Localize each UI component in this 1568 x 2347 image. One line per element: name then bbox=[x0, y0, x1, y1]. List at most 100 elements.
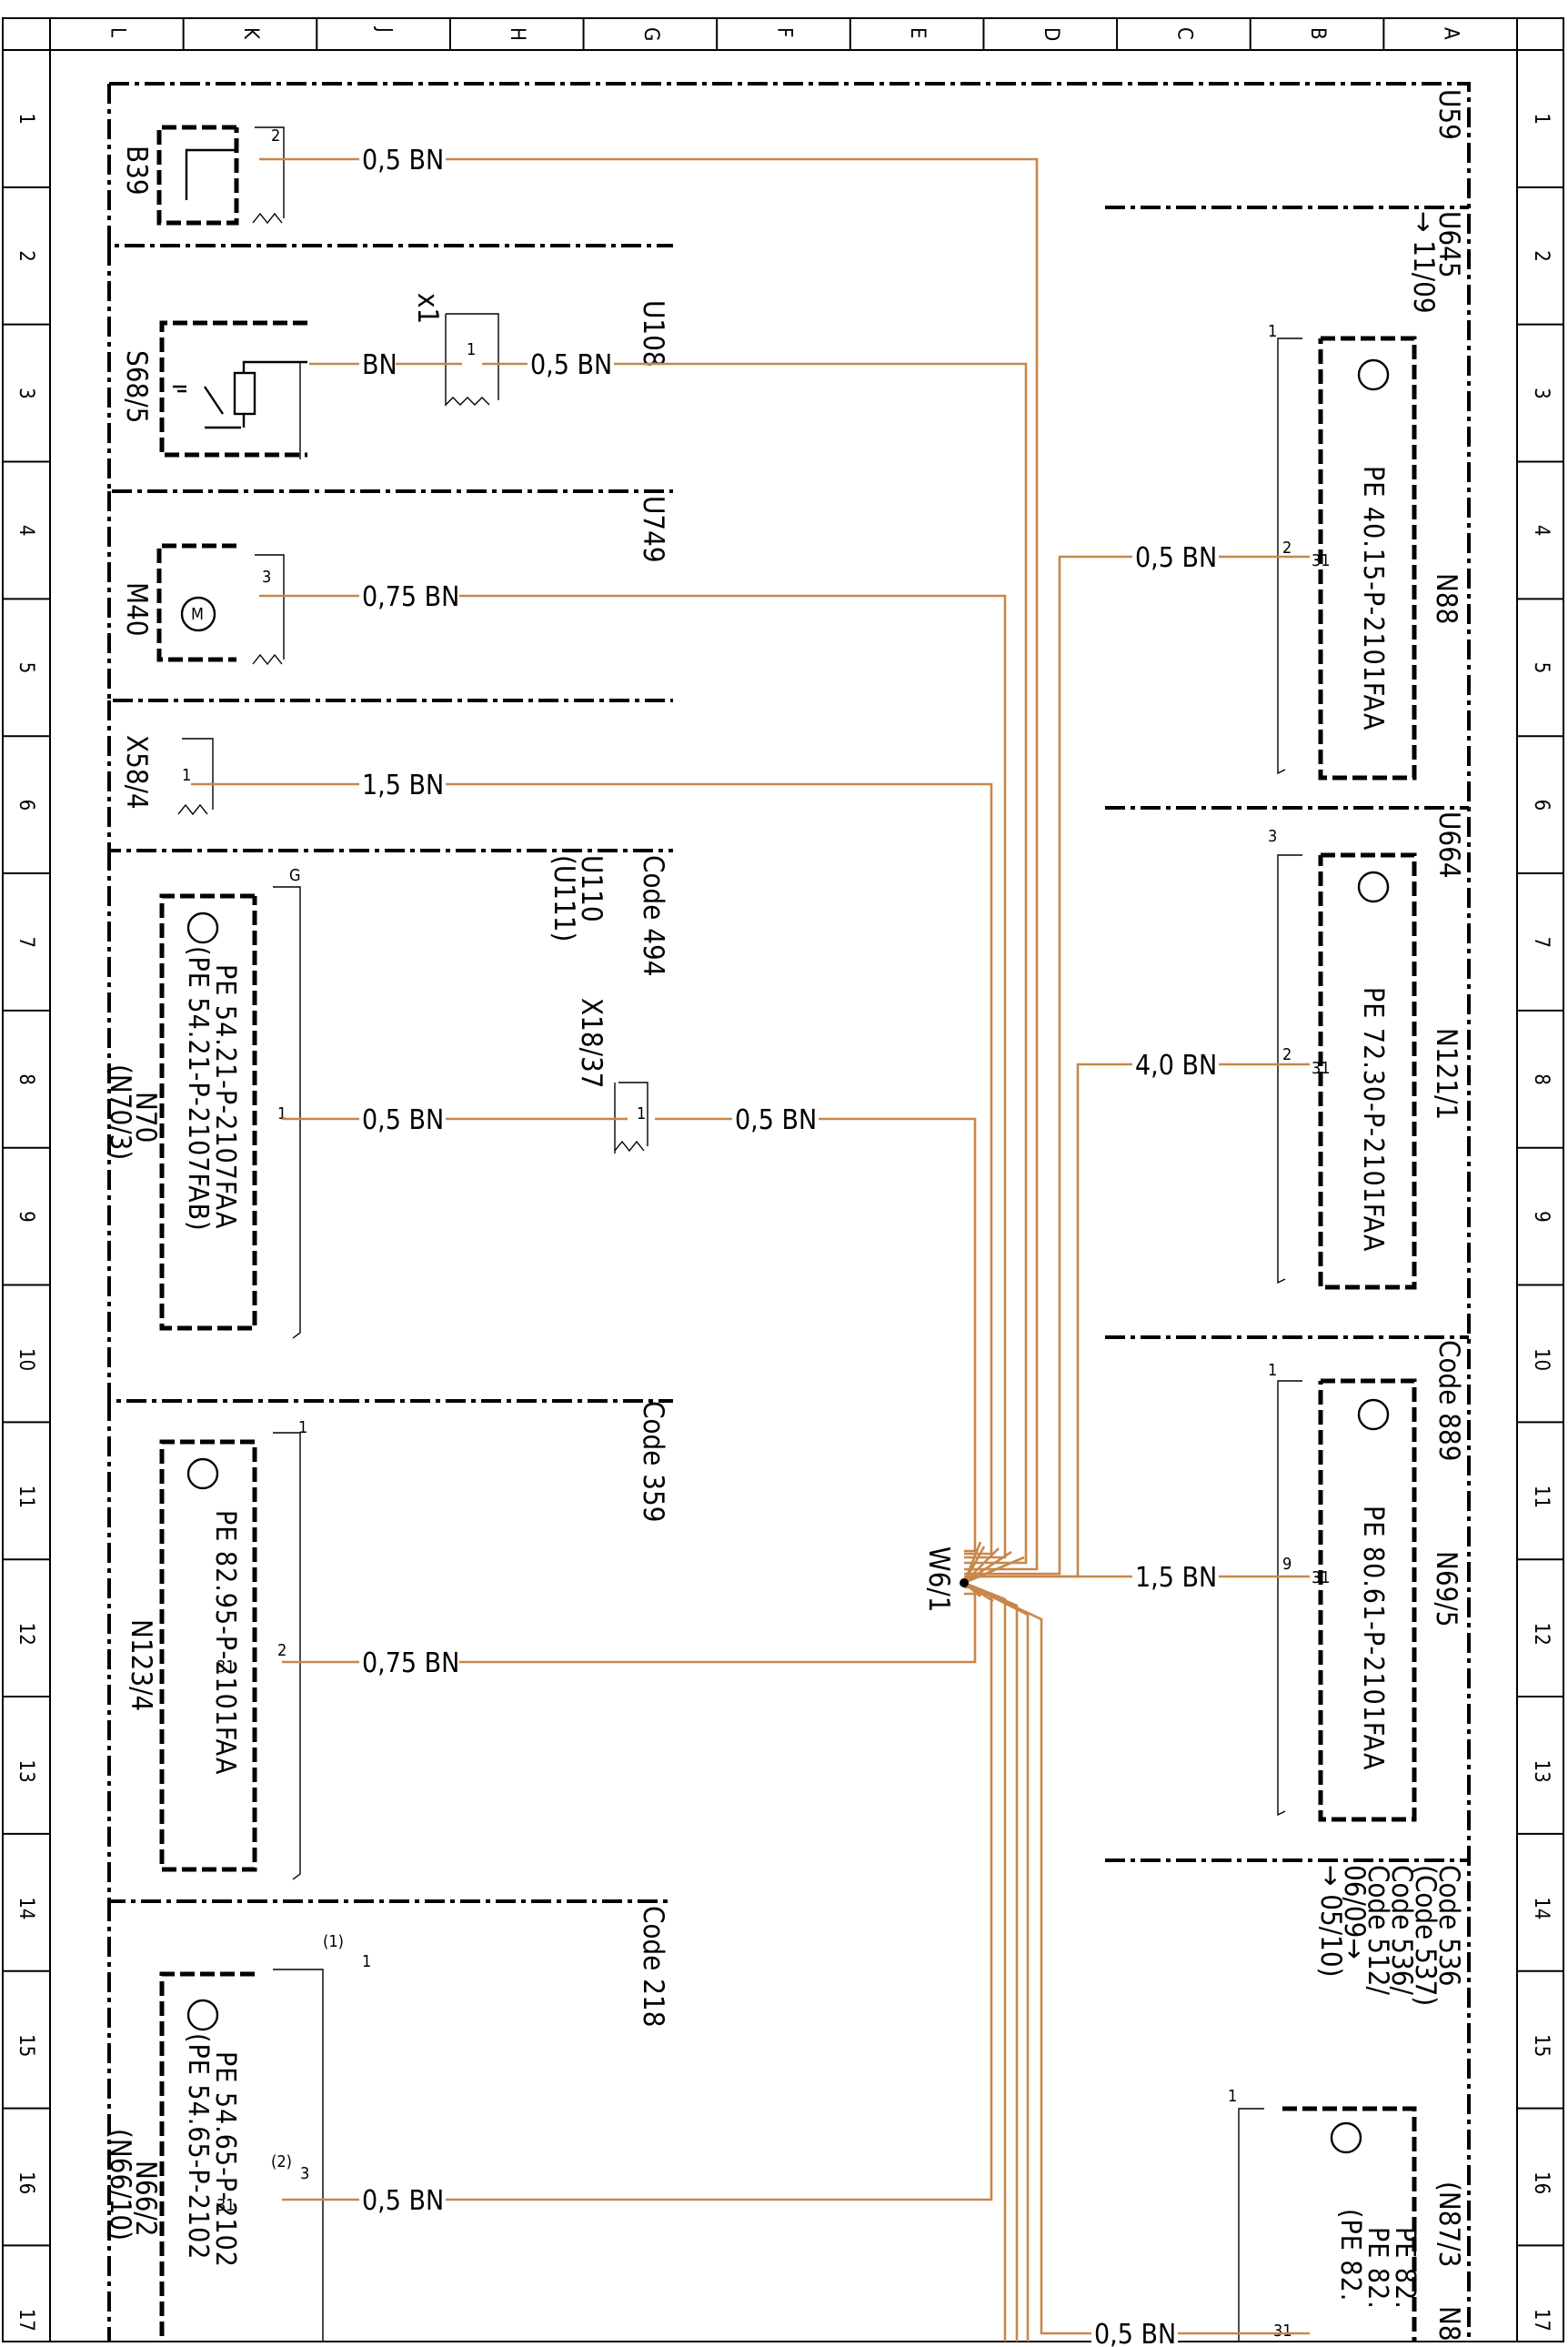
wire-label-m40: 0,75 BN bbox=[362, 581, 459, 613]
row-label-l-6: 6 bbox=[15, 800, 37, 811]
column-label-g: G bbox=[639, 27, 662, 41]
pe-ref-n121-1: PE 72.30-P-2101FAA bbox=[1357, 987, 1389, 1252]
wires bbox=[191, 157, 1310, 2342]
wire-s68-5-b bbox=[482, 362, 1028, 1565]
pe-ref-n66-2-b: (PE 54.65-P-2102 bbox=[182, 2033, 214, 2260]
component-n66-2: N66/2 bbox=[129, 2161, 162, 2236]
svg-text:1: 1 bbox=[1268, 322, 1277, 341]
component-n70-3: (N70/3) bbox=[104, 1064, 136, 1160]
column-label-e: E bbox=[906, 27, 929, 39]
row-label-r-15: 15 bbox=[1530, 2034, 1553, 2057]
row-label-l-13: 13 bbox=[15, 1759, 37, 1782]
section-headers-right: U645 → 11/09 U664 Code 889 Code 536 (Cod… bbox=[1314, 211, 1465, 2006]
row-label-r-8: 8 bbox=[1530, 1073, 1553, 1085]
wire-n121-1 bbox=[964, 1063, 1310, 1578]
x18-37-label: X18/37 bbox=[575, 998, 608, 1088]
row-label-r-16: 16 bbox=[1530, 2171, 1553, 2194]
row-label-l-4: 4 bbox=[15, 525, 37, 537]
w6-1-label: W6/1 bbox=[922, 1546, 955, 1612]
column-label-b: B bbox=[1306, 27, 1329, 40]
pe-references-left: PE 54.21-P-2107FAA (PE 54.21-P-2107FAB) … bbox=[182, 946, 241, 2268]
svg-text:G: G bbox=[289, 866, 301, 885]
x18-37-symbol: 1 bbox=[614, 1082, 648, 1153]
wire-labels: 0,5 BN BN 0,5 BN x1 0,75 BN 1,5 BN 0,5 B… bbox=[359, 145, 1219, 2347]
wire-down-1 bbox=[963, 1581, 1007, 2342]
section-border-u749 bbox=[107, 491, 673, 702]
header-u108: U108 bbox=[637, 300, 669, 368]
n123-4-symbol: 1 2 31 bbox=[159, 1418, 307, 1880]
pe-ref-n87-c: (PE 82. bbox=[1334, 2209, 1366, 2302]
component-labels-left: B39 S68/5 M40 X58/4 N70 (N70/3) N123/4 N… bbox=[104, 146, 162, 2241]
wire-label-n66-2: 0,5 BN bbox=[362, 2185, 444, 2217]
wire-label-n123-4: 0,75 BN bbox=[362, 1647, 459, 1679]
header-u645: U645 bbox=[1432, 211, 1465, 278]
row-label-l-17: 17 bbox=[15, 2309, 37, 2332]
row-label-r-2: 2 bbox=[1530, 250, 1553, 262]
row-label-r-4: 4 bbox=[1530, 525, 1553, 537]
row-label-l-3: 3 bbox=[15, 388, 37, 399]
component-m40: M40 bbox=[120, 582, 153, 637]
wire-label-n69-5: 1,5 BN bbox=[1135, 1562, 1217, 1594]
header-code536-l4: Code 512/ bbox=[1362, 1865, 1394, 1995]
wire-label-b39: 0,5 BN bbox=[362, 145, 444, 176]
svg-text:31: 31 bbox=[1312, 551, 1331, 570]
column-label-h: H bbox=[506, 27, 528, 41]
svg-text:M: M bbox=[191, 605, 204, 624]
row-label-r-10: 10 bbox=[1530, 1348, 1553, 1371]
svg-text:31: 31 bbox=[1312, 1568, 1331, 1587]
header-code536-l5: 06/09→ bbox=[1338, 1865, 1371, 1959]
header-code494-u111: (U111) bbox=[548, 855, 580, 942]
svg-text:2: 2 bbox=[1282, 1045, 1292, 1064]
header-code359: Code 359 bbox=[637, 1401, 669, 1523]
wire-label-n121-1: 4,0 BN bbox=[1135, 1050, 1217, 1082]
x58-4-symbol: 1 bbox=[177, 738, 214, 816]
row-label-l-16: 16 bbox=[15, 2171, 37, 2194]
pe-ref-n123-4: PE 82.95-P-2101FAA bbox=[209, 1510, 241, 1775]
pe-ref-n88: PE 40.15-P-2101FAA bbox=[1357, 466, 1389, 730]
svg-text:3: 3 bbox=[300, 2164, 309, 2183]
wire-label-n70-b: 0,5 BN bbox=[735, 1104, 817, 1136]
component-s68-5: S68/5 bbox=[120, 350, 153, 423]
row-label-l-10: 10 bbox=[15, 1348, 37, 1371]
svg-text:(1): (1) bbox=[323, 1932, 344, 1951]
m40-symbol: M 3 bbox=[156, 543, 285, 666]
row-label-l-14: 14 bbox=[15, 1897, 37, 1919]
row-label-l-2: 2 bbox=[15, 250, 37, 262]
svg-text:(2): (2) bbox=[271, 2152, 292, 2171]
column-label-f: F bbox=[773, 27, 796, 37]
svg-text:31: 31 bbox=[1273, 2322, 1292, 2341]
component-labels-right: N88 N121/1 N69/5 (N87/3 N8 bbox=[1430, 573, 1465, 2342]
row-label-r-6: 6 bbox=[1530, 800, 1553, 811]
header-code536-l6: → 05/10) bbox=[1314, 1865, 1347, 1977]
n66-2-symbol: 1 (1) 3 (2) 31 bbox=[159, 1932, 371, 2342]
svg-text:1: 1 bbox=[1228, 2087, 1237, 2106]
header-code889: Code 889 bbox=[1432, 1340, 1465, 1462]
wire-n66-2 bbox=[282, 1592, 993, 2201]
section-headers-left: U59 U108 U749 Code 494 U110 (U111) Code … bbox=[548, 89, 1465, 2028]
header-code494: Code 494 bbox=[637, 855, 669, 977]
wire-label-x58-4: 1,5 BN bbox=[362, 770, 444, 801]
header-code536-l1: Code 536 bbox=[1432, 1865, 1465, 1987]
s68-5-symbol bbox=[159, 320, 307, 459]
svg-text:1: 1 bbox=[1268, 1361, 1277, 1380]
row-label-r-14: 14 bbox=[1530, 1897, 1553, 1919]
row-label-r-13: 13 bbox=[1530, 1759, 1553, 1782]
header-code494-u110: U110 bbox=[575, 855, 608, 922]
n121-1-symbol: 3 2 31 bbox=[1268, 827, 1417, 1290]
wire-n70-b bbox=[655, 1117, 977, 1553]
column-label-j: J bbox=[373, 25, 396, 33]
wire-label-n87-3: 0,5 BN bbox=[1094, 2319, 1176, 2347]
svg-text:2: 2 bbox=[271, 126, 280, 146]
n87-3-symbol: 1 31 bbox=[1228, 2087, 1417, 2342]
component-n88: N88 bbox=[1430, 573, 1462, 624]
svg-text:1: 1 bbox=[298, 1418, 307, 1437]
pe-references-right: PE 40.15-P-2101FAA PE 72.30-P-2101FAA PE… bbox=[1334, 466, 1421, 2310]
header-u749: U749 bbox=[637, 496, 669, 563]
section-border-u108 bbox=[107, 246, 673, 493]
component-n70: N70 bbox=[129, 1092, 162, 1143]
pe-ref-n66-2-a: PE 54.65-P-2102 bbox=[209, 2051, 241, 2268]
row-label-r-9: 9 bbox=[1530, 1211, 1553, 1223]
wire-x58-4 bbox=[191, 782, 993, 1556]
wire-m40 bbox=[259, 594, 1007, 1559]
